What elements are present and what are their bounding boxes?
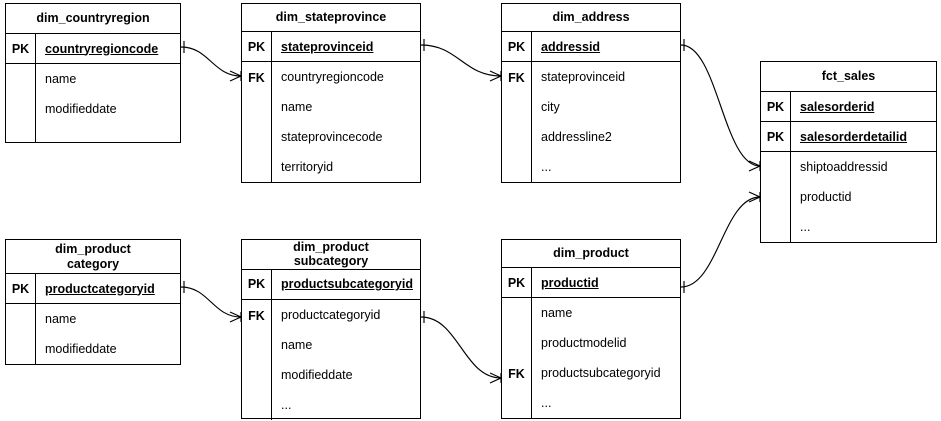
attribute-row: territoryid bbox=[281, 160, 334, 174]
attribute-list: countryregioncode name stateprovincecode te… bbox=[272, 62, 420, 182]
attribute-key-column bbox=[761, 152, 791, 242]
attribute-list: name modifieddate bbox=[36, 304, 180, 364]
relationship-product-to-sales bbox=[680, 191, 761, 293]
pk-row-dim_product-productid: PK productid bbox=[502, 268, 680, 298]
pk-field-name: countryregioncode bbox=[45, 41, 159, 56]
fk-key-label: FK bbox=[508, 71, 525, 85]
pk-row-dim_countryregion-countryregioncode: PK countryregioncode bbox=[6, 34, 180, 64]
relationship-productsubcategory-to-product bbox=[420, 311, 502, 384]
pk-field-name: salesorderid bbox=[800, 99, 875, 114]
attribute-block-dim_countryregion: name modifieddate bbox=[6, 64, 180, 142]
fk-key-label: FK bbox=[248, 308, 265, 323]
attribute-list: name productmodelid productsubcategoryid..… bbox=[532, 298, 680, 418]
attribute-row: modifieddate bbox=[45, 342, 117, 356]
pk-field-name: salesorderdetailid bbox=[800, 129, 907, 144]
attribute-row: productcategoryid bbox=[281, 307, 381, 322]
attribute-row: modifieddate bbox=[281, 367, 353, 382]
attribute-block-dim_productcategory: name modifieddate bbox=[6, 304, 180, 364]
pk-row-dim_productcategory-productcategoryid: PK productcategoryid bbox=[6, 274, 180, 304]
attribute-key-column bbox=[6, 64, 36, 142]
attribute-block-dim_address: FK stateprovinceid city addressline2... bbox=[502, 62, 680, 182]
attribute-key-column: FK bbox=[242, 299, 272, 420]
attribute-row: name bbox=[281, 100, 313, 114]
attribute-row: name bbox=[541, 306, 573, 320]
entity-title-dim_address: dim_address bbox=[502, 4, 680, 32]
attribute-row: stateprovinceid bbox=[541, 70, 626, 84]
pk-row-fct_sales-salesorderid: PK salesorderid bbox=[761, 92, 936, 122]
attribute-row: productmodelid bbox=[541, 336, 627, 350]
pk-row-dim_stateprovince-stateprovinceid: PK stateprovinceid bbox=[242, 32, 420, 62]
pk-field-name: productcategoryid bbox=[45, 281, 155, 296]
attribute-row: name bbox=[45, 312, 77, 326]
pk-key-label: PK bbox=[242, 32, 272, 61]
entity-title-fct_sales: fct_sales bbox=[761, 62, 936, 92]
attribute-block-dim_product: FK name productmodelid productsubcategoryid… bbox=[502, 298, 680, 418]
pk-key-label: PK bbox=[761, 92, 791, 121]
pk-key-label: PK bbox=[242, 269, 272, 299]
entity-title-dim_product: dim_product bbox=[502, 240, 680, 268]
fk-key-label: FK bbox=[508, 367, 525, 381]
fk-key-label: FK bbox=[248, 71, 265, 85]
relationship-countryregion-to-stateprovince bbox=[180, 41, 242, 82]
entity-title-dim_productcategory: dim_product category bbox=[6, 240, 180, 274]
pk-field-name: productid bbox=[541, 275, 599, 290]
attribute-list: stateprovinceid city addressline2... bbox=[532, 62, 680, 182]
attribute-row: modifieddate bbox=[45, 102, 117, 116]
relationship-stateprovince-to-address bbox=[420, 39, 502, 82]
attribute-block-dim_stateprovince: FK countryregioncode name stateprovincecode… bbox=[242, 62, 420, 182]
attribute-row: addressline2 bbox=[541, 130, 612, 144]
pk-key-label: PK bbox=[6, 274, 36, 303]
entity-title-dim_productsubcategory: dim_product subcategory bbox=[242, 240, 420, 270]
relationship-address-to-sales bbox=[680, 39, 761, 172]
attribute-key-column: FK bbox=[502, 62, 532, 182]
pk-row-dim_productsubcategory-productsubcategoryid: PK productsubcategoryid bbox=[242, 269, 420, 300]
pk-row-fct_sales-salesorderdetailid: PK salesorderdetailid bbox=[761, 122, 936, 152]
attribute-list: name modifieddate bbox=[36, 64, 180, 142]
pk-key-label: PK bbox=[502, 268, 532, 297]
attribute-row: name bbox=[45, 72, 77, 86]
attribute-row: city bbox=[541, 100, 560, 114]
pk-key-label: PK bbox=[502, 32, 532, 61]
pk-field-name: addressid bbox=[541, 39, 601, 54]
attribute-row: ... bbox=[800, 220, 811, 234]
entity-title-dim_stateprovince: dim_stateprovince bbox=[242, 4, 420, 32]
attribute-row: ... bbox=[281, 397, 292, 412]
attribute-row: ... bbox=[541, 160, 552, 174]
attribute-row: name bbox=[281, 337, 313, 352]
attribute-key-column: FK bbox=[242, 62, 272, 182]
attribute-block-dim_productsubcategory: FK productcategoryid name modifieddate... bbox=[242, 299, 420, 420]
pk-field-name: stateprovinceid bbox=[281, 39, 374, 54]
pk-key-label: PK bbox=[761, 122, 791, 151]
attribute-list: shiptoaddressid productid... bbox=[791, 152, 936, 242]
attribute-row: countryregioncode bbox=[281, 70, 384, 84]
attribute-list: productcategoryid name modifieddate... bbox=[272, 300, 420, 420]
pk-field-name: productsubcategoryid bbox=[281, 277, 413, 292]
pk-key-label: PK bbox=[6, 34, 36, 63]
attribute-row: productsubcategoryid bbox=[541, 366, 661, 380]
attribute-key-column: FK bbox=[502, 298, 532, 418]
attribute-row: stateprovincecode bbox=[281, 130, 383, 144]
pk-row-dim_address-addressid: PK addressid bbox=[502, 32, 680, 62]
entity-title-dim_countryregion: dim_countryregion bbox=[6, 4, 180, 34]
attribute-row: productid bbox=[800, 190, 852, 204]
attribute-key-column bbox=[6, 304, 36, 364]
attribute-block-fct_sales: shiptoaddressid productid... bbox=[761, 152, 936, 242]
relationship-productcategory-to-productsubcategory bbox=[180, 281, 242, 323]
attribute-row: ... bbox=[541, 396, 552, 410]
attribute-row: shiptoaddressid bbox=[800, 160, 888, 174]
